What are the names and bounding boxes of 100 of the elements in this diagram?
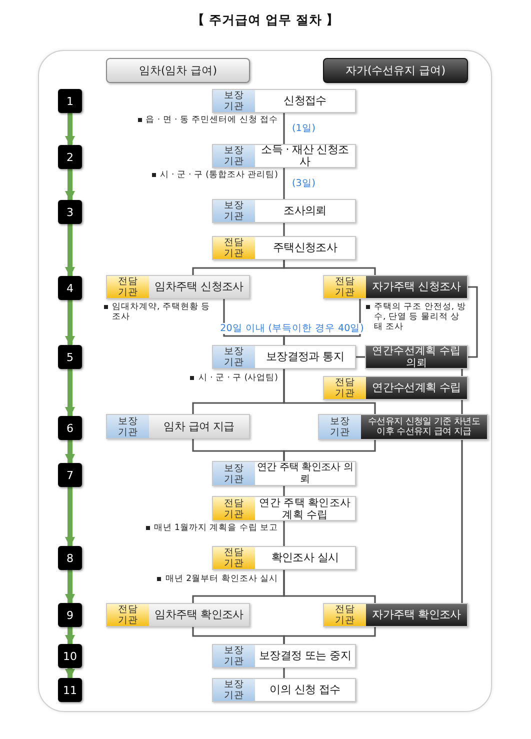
- process-box: [212, 236, 356, 260]
- note-text: 매년 2월부터 확인조사 실시: [165, 574, 278, 584]
- step-number: 8: [58, 546, 82, 570]
- arrow: [65, 627, 75, 645]
- process-label: 보장결정 또는 중지: [255, 645, 355, 667]
- column-header: 자가(수선유지 급여): [323, 58, 468, 83]
- edge-label: (1일): [290, 123, 318, 134]
- connector-line: [283, 168, 285, 199]
- arrow: [65, 487, 75, 547]
- arrow: [65, 668, 75, 679]
- agency-tag: 전담 기관: [107, 604, 149, 626]
- process-label: 임차주택 확인조사: [149, 604, 249, 626]
- step-number: 10: [58, 644, 82, 668]
- edge-label: 20일 이내 (부득이한 경우 40일): [218, 323, 366, 334]
- connector-line: [283, 223, 285, 236]
- agency-tag: 보장 기관: [213, 645, 255, 667]
- agency-tag: 전담 기관: [324, 377, 366, 399]
- step-number: 7: [58, 463, 82, 487]
- process-box: [106, 275, 250, 299]
- arrow: [65, 169, 75, 201]
- agency-tag: 보장 기관: [213, 462, 255, 485]
- agency-tag: 보장 기관: [107, 415, 149, 438]
- process-label: 소득 · 재산 신청조사: [255, 145, 355, 167]
- connector-line: [283, 113, 285, 144]
- step-number: 6: [58, 416, 82, 440]
- process-box: [106, 414, 250, 439]
- arrow: [65, 440, 75, 464]
- process-label: 보장결정과 통지: [255, 346, 355, 368]
- process-label: 연간수선계획 수립: [366, 377, 467, 399]
- arrow: [65, 113, 75, 146]
- column-header: 임차(임차 급여): [106, 58, 250, 83]
- process-label: 확인조사 실시: [255, 547, 355, 569]
- step-number: 1: [58, 89, 82, 113]
- connector-line: [283, 260, 376, 275]
- process-box: [323, 275, 468, 299]
- process-box: [212, 644, 356, 668]
- agency-tag: 보장 기관: [213, 200, 255, 222]
- step-number: 4: [58, 276, 82, 300]
- process-label: 연간 주택 확인조사 의뢰: [255, 462, 355, 485]
- note-text: 주택의 구조 안전성, 방수, 단열 등 물리적 상태 조사: [374, 302, 467, 332]
- process-box: [212, 678, 356, 702]
- note-text: 시 · 군 · 구 (통합조사 관리팀): [160, 170, 278, 180]
- connector-line: [283, 369, 376, 414]
- connector-line: [283, 627, 376, 644]
- process-box: [212, 461, 356, 486]
- process-label: 이의 신청 접수: [255, 679, 355, 701]
- step-number: 5: [58, 345, 82, 369]
- process-label: 임차주택 신청조사: [149, 276, 249, 298]
- agency-tag: 전담 기관: [213, 237, 255, 259]
- agency-tag: 전담 기관: [324, 276, 366, 298]
- connector-line: [283, 668, 285, 678]
- connector-line: [283, 299, 361, 345]
- step-number: 3: [58, 200, 82, 224]
- connector-line: [461, 400, 463, 414]
- process-box: [318, 414, 488, 440]
- arrow: [65, 224, 75, 277]
- process-box: [212, 546, 356, 570]
- connector-line: [283, 440, 376, 461]
- step-number: 11: [58, 678, 82, 702]
- process-box: [212, 345, 356, 369]
- agency-tag: 전담 기관: [213, 547, 255, 569]
- connector-line: [356, 356, 365, 358]
- process-label: 주택신청조사: [255, 237, 355, 259]
- process-label: 자가주택 확인조사: [366, 604, 467, 626]
- agency-tag: 보장 기관: [319, 415, 361, 439]
- connector-line: [468, 286, 478, 358]
- step-number: 2: [58, 145, 82, 169]
- process-box: [323, 603, 468, 627]
- agency-tag: 전담 기관: [324, 604, 366, 626]
- note-text: 시 · 군 · 구 (사업팀): [198, 373, 278, 383]
- note-text: 매년 1월까지 계획을 수립 보고: [154, 523, 278, 533]
- process-box: [212, 89, 356, 113]
- connector-line: [283, 570, 376, 603]
- process-box: [212, 144, 356, 168]
- step-number: 9: [58, 603, 82, 627]
- arrow: [65, 369, 75, 417]
- arrow: [65, 300, 75, 346]
- connector-line: [283, 486, 285, 496]
- process-label: 임차 급여 지급: [149, 415, 249, 438]
- agency-tag: 보장 기관: [213, 346, 255, 368]
- edge-label: (3일): [290, 178, 318, 189]
- note-text: 임대차계약, 주택현황 등 조사: [112, 302, 212, 322]
- process-label: 자가주택 신청조사: [366, 276, 467, 298]
- process-box: [106, 603, 250, 627]
- title: 【 주거급여 업무 절차 】: [190, 12, 340, 29]
- connector-line: [283, 521, 285, 546]
- connector-line: [461, 369, 463, 376]
- connector-line: [461, 440, 463, 603]
- agency-tag: 전담 기관: [107, 276, 149, 298]
- process-label: 연간수선계획 수립 의뢰: [366, 346, 467, 368]
- process-box: [212, 199, 356, 223]
- arrow: [65, 570, 75, 604]
- agency-tag: 보장 기관: [213, 90, 255, 112]
- process-label: 신청접수: [255, 90, 355, 112]
- agency-tag: 보장 기관: [213, 145, 255, 167]
- process-label: 수선유지 신청일 기준 차년도 이후 수선유지 급여 지급: [361, 415, 487, 439]
- agency-tag: 보장 기관: [213, 679, 255, 701]
- process-label: 연간 주택 확인조사 계획 수립: [255, 497, 355, 520]
- agency-tag: 전담 기관: [213, 497, 255, 520]
- process-box: [212, 496, 356, 521]
